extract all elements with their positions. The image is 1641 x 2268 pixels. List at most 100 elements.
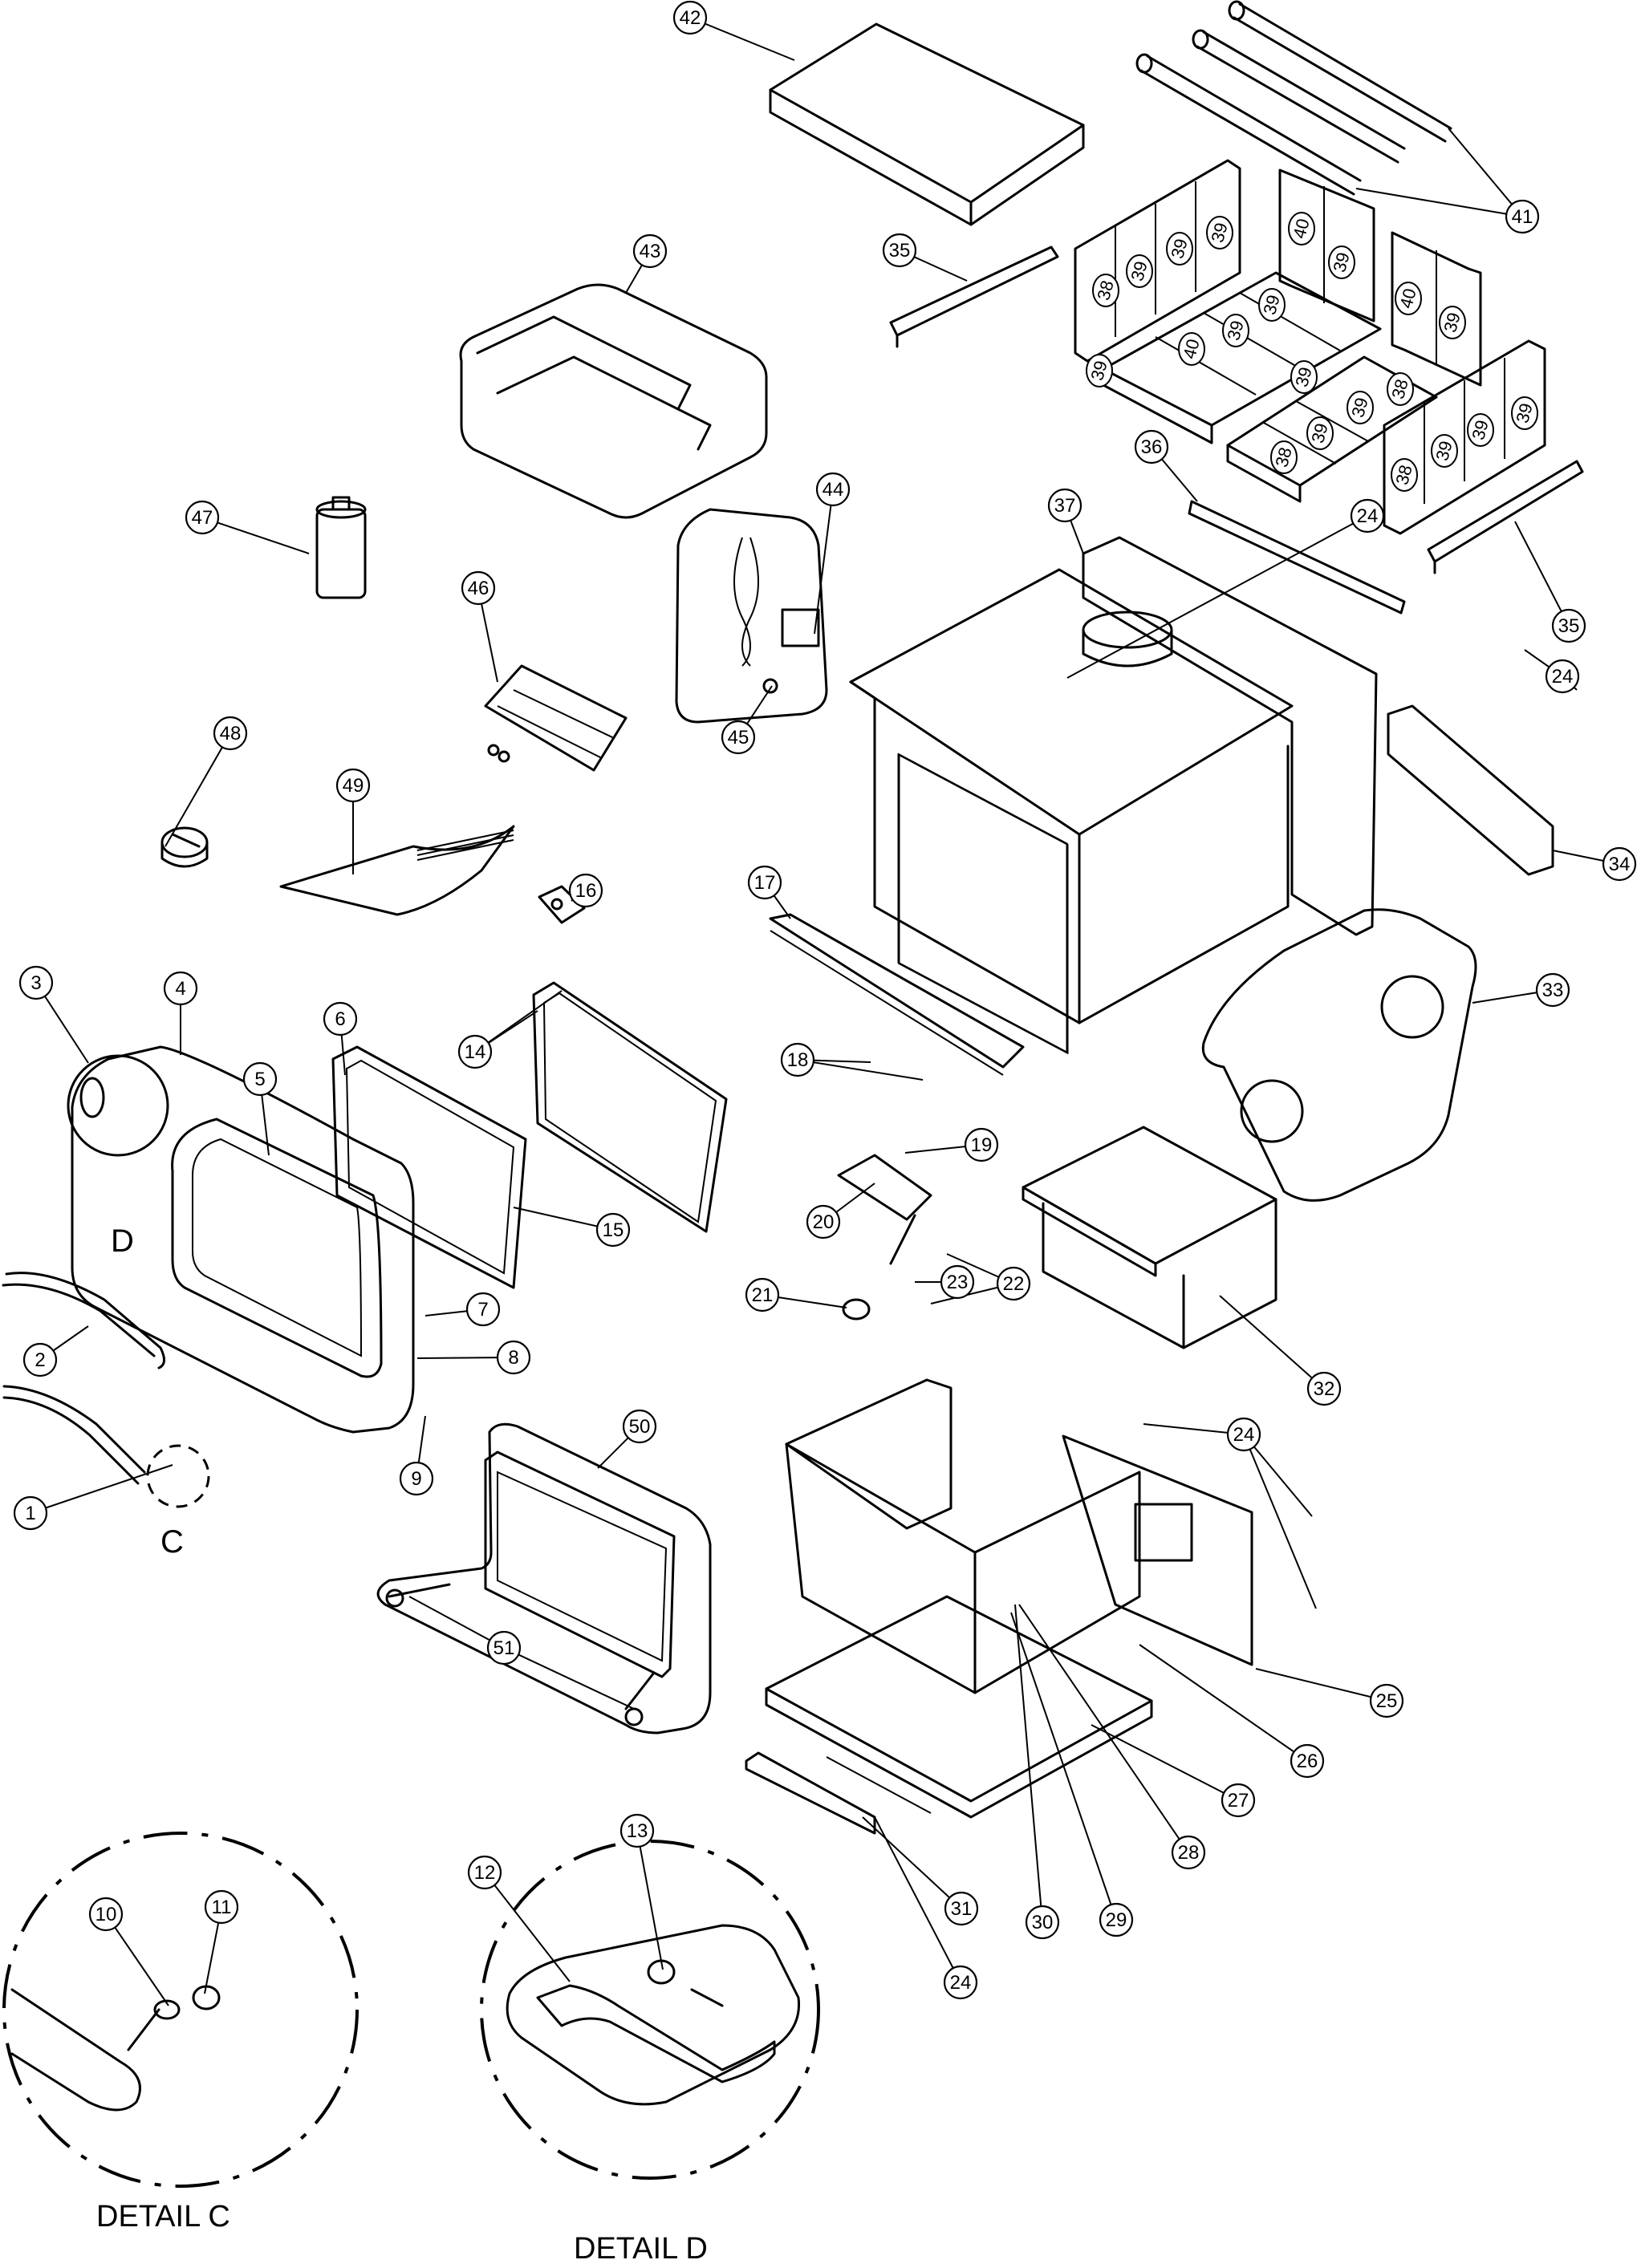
brick-tag-circle <box>1086 354 1113 387</box>
callout-number: 24 <box>950 1972 972 1994</box>
callout-4: 4 <box>163 971 198 1006</box>
callout-18: 18 <box>780 1042 815 1077</box>
callout-24: 24 <box>943 1965 978 2000</box>
callout-31: 31 <box>944 1891 979 1926</box>
part-glass-retainer <box>532 981 728 1233</box>
callout-5: 5 <box>242 1061 278 1097</box>
callout-circle <box>1535 972 1570 1008</box>
leader-line <box>636 1830 664 1970</box>
callout-circle <box>467 1855 502 1890</box>
callout-11: 11 <box>204 1889 239 1925</box>
leader-line <box>1243 1434 1317 1609</box>
callout-25: 25 <box>1369 1683 1404 1718</box>
callout-circle <box>568 873 603 908</box>
callout-number: 25 <box>1376 1690 1398 1712</box>
callout-circle <box>940 1264 975 1300</box>
leader-line <box>1219 1295 1325 1390</box>
callout-number: 10 <box>95 1904 117 1925</box>
leader-line <box>1066 515 1368 679</box>
callout-circle <box>721 720 756 755</box>
brick-tag-circle <box>1328 245 1355 279</box>
callout-32: 32 <box>1306 1371 1342 1406</box>
leader-line <box>513 1207 614 1231</box>
callout-circle <box>213 716 248 751</box>
brick-tag-circle <box>1178 332 1205 366</box>
callout-circle <box>465 1292 501 1327</box>
callout-number: 17 <box>754 872 776 894</box>
callout-number: 1 <box>25 1503 35 1524</box>
part-baffle-tubes <box>1135 0 1452 196</box>
brick-tag-39: 39 <box>1347 391 1374 424</box>
brick-tag-38: 38 <box>1391 458 1418 492</box>
callout-35: 35 <box>1551 608 1586 643</box>
callout-24: 24 <box>1545 659 1580 694</box>
callout-circle <box>944 1891 979 1926</box>
leader-line <box>503 1647 635 1710</box>
callout-number: 14 <box>465 1041 486 1063</box>
part-pedestal <box>745 1378 1253 1835</box>
callout-circle <box>335 768 371 803</box>
callout-19: 19 <box>964 1127 999 1162</box>
leader-line <box>1448 128 1523 217</box>
callout-30: 30 <box>1025 1905 1060 1940</box>
brick-tag-circle <box>1166 232 1193 266</box>
part-angle-strip-upper <box>889 245 1059 348</box>
callout-17: 17 <box>747 865 782 900</box>
callout-10: 10 <box>88 1897 124 1932</box>
callout-circle <box>632 233 668 269</box>
brick-tag-circle <box>1467 413 1494 447</box>
callout-23: 23 <box>940 1264 975 1300</box>
callout-number: 13 <box>627 1820 648 1842</box>
callout-number: 24 <box>1357 505 1379 527</box>
part-blower-assembly <box>484 664 628 772</box>
leader-line <box>1014 1604 1043 1923</box>
callout-20: 20 <box>806 1204 841 1239</box>
part-heat-shield-sheet <box>279 825 515 916</box>
callout-49: 49 <box>335 768 371 803</box>
leader-line <box>797 1059 924 1081</box>
callout-51: 51 <box>486 1630 522 1665</box>
callout-number: 7 <box>477 1299 488 1321</box>
part-rear-heat-shield <box>1082 536 1378 936</box>
brick-tag-39: 39 <box>1166 232 1193 266</box>
callout-number: 3 <box>30 972 41 994</box>
detail-c-view <box>2 1832 359 2188</box>
callout-circle <box>1171 1835 1206 1870</box>
leader-line <box>105 1913 169 2006</box>
callout-circle <box>13 1495 48 1531</box>
callout-circle <box>622 1409 657 1444</box>
part-wiring-harness <box>675 508 828 724</box>
callout-42: 42 <box>672 0 708 35</box>
callout-number: 35 <box>1558 615 1580 637</box>
brick-tag-39: 39 <box>1086 354 1113 387</box>
part-baffle-plate <box>769 913 1025 1076</box>
callout-7: 7 <box>465 1292 501 1327</box>
callout-circle <box>163 971 198 1006</box>
callout-number: 8 <box>508 1347 518 1369</box>
callout-number: 27 <box>1228 1790 1249 1812</box>
brick-tag-circle <box>1391 458 1418 492</box>
detail-c-caption: DETAIL C <box>96 2200 230 2234</box>
part-firebricks <box>1074 159 1546 535</box>
callout-circle <box>457 1034 493 1069</box>
callout-number: 43 <box>640 241 661 262</box>
callout-28: 28 <box>1171 1835 1206 1870</box>
callout-21: 21 <box>745 1277 780 1313</box>
leader-line <box>1514 521 1570 627</box>
callout-number: 28 <box>1178 1842 1200 1864</box>
leader-line <box>1355 188 1523 217</box>
callout-circle <box>1350 498 1385 534</box>
callout-number: 31 <box>951 1898 973 1920</box>
callout-circle <box>1025 1905 1060 1940</box>
brick-tag-circle <box>1395 282 1422 315</box>
callout-number: 32 <box>1314 1378 1335 1400</box>
leader-line <box>474 990 563 1053</box>
detail-c-letter: C <box>160 1524 184 1560</box>
brick-tag-39: 39 <box>1126 254 1153 288</box>
brick-tag-circle <box>1439 306 1466 339</box>
callout-circle <box>88 1897 124 1932</box>
callout-circle <box>1306 1371 1342 1406</box>
part-outside-air-kit <box>1201 908 1477 1202</box>
